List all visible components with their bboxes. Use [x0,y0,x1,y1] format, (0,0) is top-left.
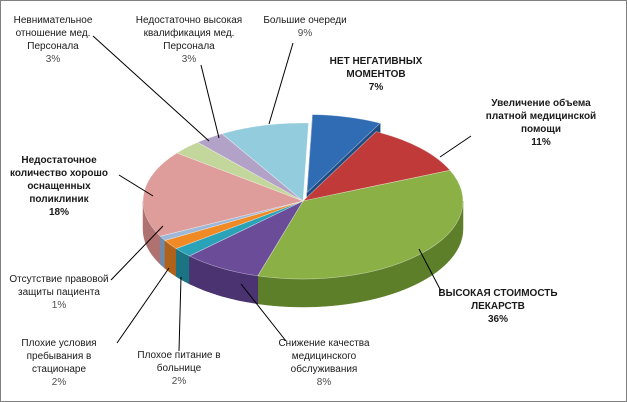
slice-label-line: Недостаточно высокая [136,15,242,26]
pie-slice [221,122,309,202]
slice-label-line: квалификация мед. [144,27,235,39]
pie-tops [142,114,464,280]
leader-line [439,135,472,158]
slice-label-line: Плохие условия [21,338,96,349]
slice-label-line: Увеличение объема [491,97,591,109]
slice-label-line: Невнимательное [14,15,93,26]
leader-line [418,248,442,292]
slice-label-line: Персонала [27,41,79,52]
pie-slice [142,152,305,237]
slice-percent: 3% [182,54,197,65]
leader-line [178,276,182,352]
slice-label-line: медицинского [292,351,357,362]
slice-percent: 18% [49,207,69,218]
slice-label-line: Персонала [163,41,215,52]
slice-label: Отсутствие правовой защиты пациента 1% [9,274,108,311]
slice-percent: 9% [298,28,313,39]
slice-label-line: поликлиник [29,194,89,205]
slice-label-line: ЛЕКАРСТВ [471,301,525,312]
leader-line [240,283,287,342]
slice-label-line: обслуживания [291,363,358,375]
pie-slice [257,169,464,280]
pie-slice [302,131,451,202]
slice-label: Недостаточное количество хорошо оснащенных… [10,155,108,218]
pie-labels: НЕТ НЕГАТИВНЫХ МОМЕНТОВ 7% Увеличение объем… [9,15,596,388]
slice-label: Увеличение объема платной медицинской помо… [486,97,596,148]
pie-slice-side [159,235,166,270]
slice-percent: 2% [52,377,67,388]
slice-percent: 2% [172,376,187,387]
slice-label-line: ВЫСОКАЯ СТОИМОСТЬ [438,288,557,299]
slice-percent: 11% [531,137,551,148]
slice-label: Большие очереди 9% [263,15,346,39]
slice-label-line: количество хорошо [10,168,108,179]
slice-percent: 36% [488,314,508,325]
slice-percent: 3% [46,54,61,65]
slice-label-line: оснащенных [27,181,91,192]
slice-label-line: НЕТ НЕГАТИВНЫХ [330,56,423,67]
slice-label-line: помощи [521,124,561,135]
slice-label-line: Большие очереди [263,15,346,26]
slice-label-line: Недостаточное [21,155,97,166]
slice-label-line: пребывания в [27,350,92,362]
slice-label: НЕТ НЕГАТИВНЫХ МОМЕНТОВ 7% [330,56,423,93]
leader-line [116,267,170,344]
pie-slice [306,114,381,194]
slice-label-line: защиты пациента [18,287,100,298]
leader-line [118,174,154,197]
leader-line [200,64,220,139]
leader-line [92,35,210,142]
leader-line [110,225,164,281]
slice-percent: 1% [52,300,67,311]
slice-label-line: Отсутствие правовой [9,274,108,285]
slice-percent: 7% [369,82,384,93]
slice-label-line: платной медицинской [486,111,596,122]
slice-label-line: отношение мед. [16,28,91,39]
slice-percent: 8% [317,377,332,388]
slice-label-line: МОМЕНТОВ [346,69,405,80]
slice-label-line: стационаре [32,364,87,375]
slice-label-line: больнице [157,362,202,374]
slice-label: ВЫСОКАЯ СТОИМОСТЬ ЛЕКАРСТВ 36% [438,288,557,325]
slice-label: Невнимательное отношение мед. Персонала 3% [14,15,93,65]
slice-label-line: Снижение качества [278,338,370,349]
slice-label-line: Плохое питание в [137,350,220,361]
leader-line [268,42,294,125]
